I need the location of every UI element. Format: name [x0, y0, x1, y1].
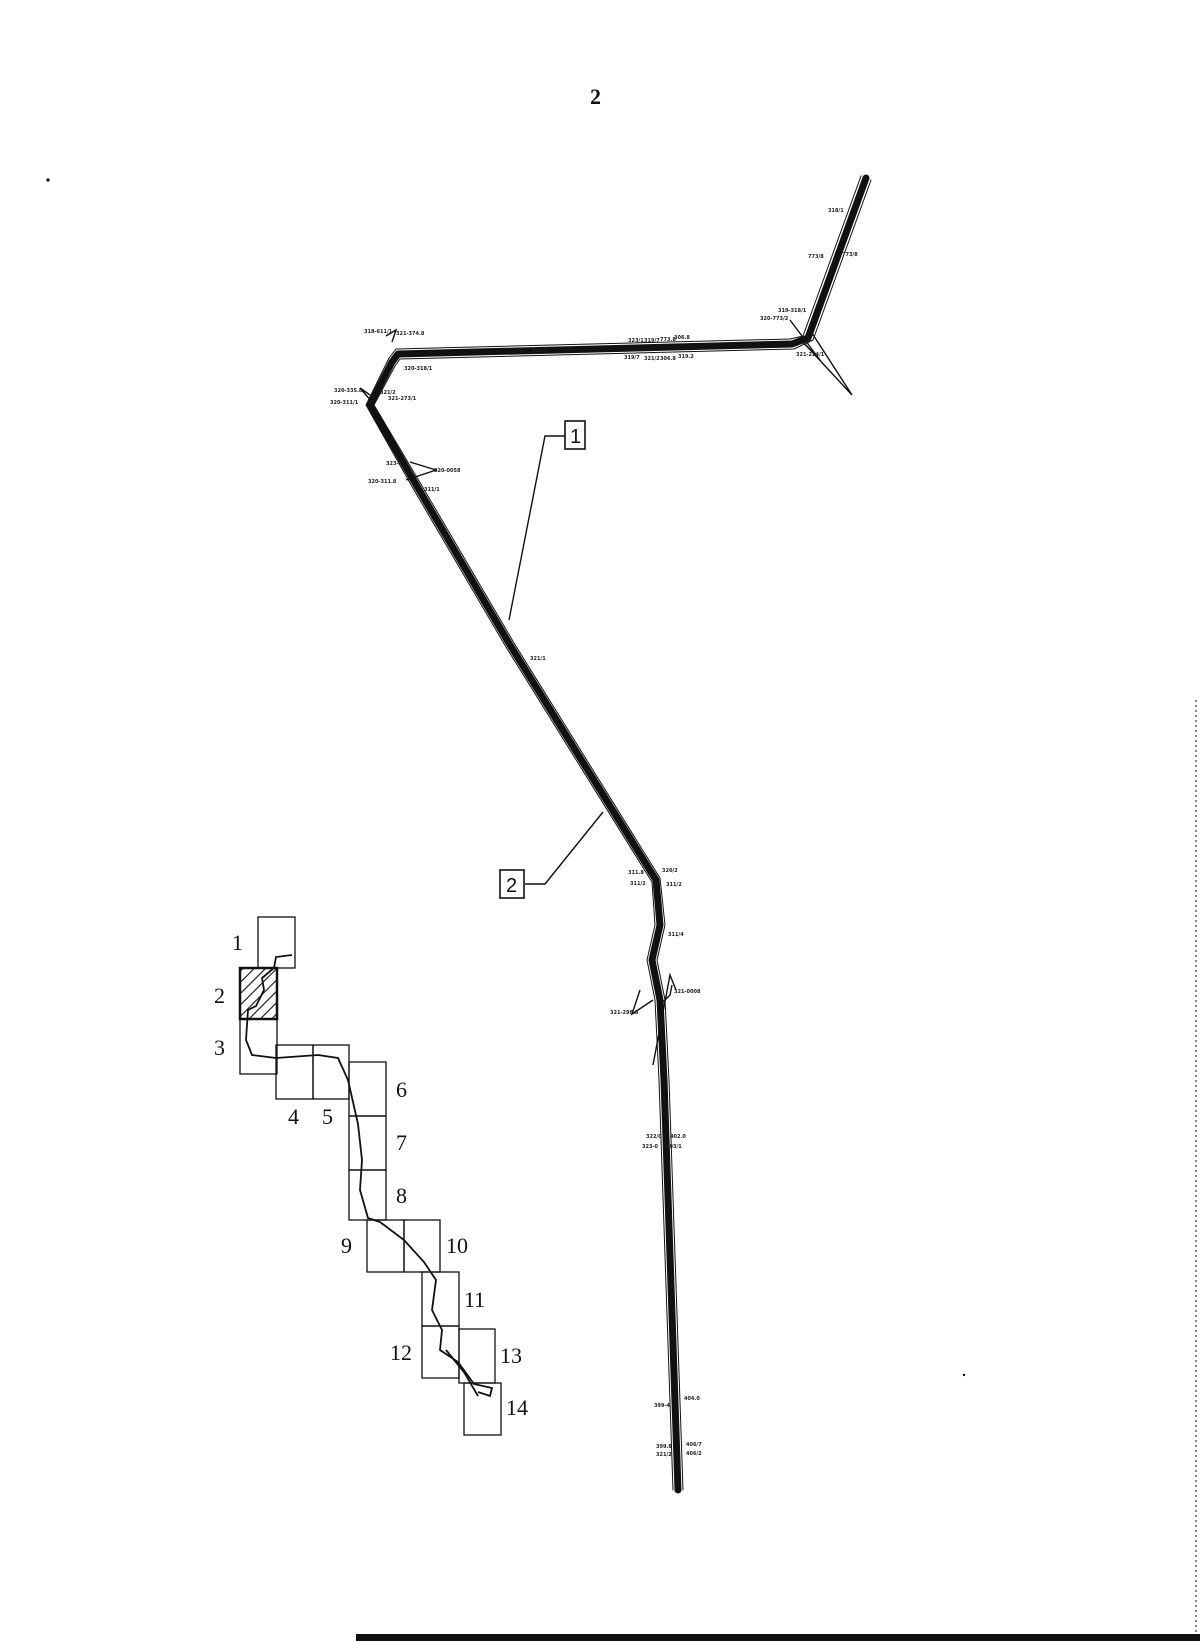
- sheet-index-route: [245, 954, 494, 1398]
- route-label: 321-273/1: [388, 396, 417, 402]
- sheet-label-13: 13: [500, 1343, 522, 1368]
- route-label: 402.0: [670, 1134, 686, 1140]
- route-label: 306.8: [660, 356, 676, 362]
- route-label: 318/1: [828, 208, 844, 214]
- route-label: 311/2: [666, 882, 682, 888]
- sheet-label-5: 5: [322, 1104, 333, 1129]
- route-label: 311/1: [424, 487, 440, 493]
- sheet-label-7: 7: [396, 1130, 407, 1155]
- route-label: 773.8: [660, 337, 676, 343]
- page-number: 2: [590, 84, 601, 109]
- sheet-8: [348, 1169, 387, 1221]
- sheet-index-route-inner: [445, 1349, 479, 1397]
- sheet-1: [257, 916, 296, 969]
- callout-2-label: 2: [506, 875, 517, 897]
- sheet-label-12: 12: [390, 1340, 412, 1365]
- sheet-label-10: 10: [446, 1233, 468, 1258]
- scan-bottom-edge: [356, 1634, 1200, 1641]
- route-label: 321/2: [380, 390, 396, 396]
- route-label: 319/7: [624, 355, 640, 361]
- sheet-3: [239, 1018, 278, 1075]
- route-label: 406/2: [686, 1451, 702, 1457]
- sheet-label-2: 2: [214, 983, 225, 1008]
- sheet-13: [458, 1328, 496, 1384]
- route-label: 321-0008: [674, 989, 701, 995]
- route-label: 319-318/1: [778, 308, 807, 314]
- route-label: 311.8: [628, 870, 644, 876]
- survey-fan-markers: [359, 319, 853, 1066]
- route-label: 319/7: [644, 338, 660, 344]
- callout-1: 1: [508, 420, 586, 621]
- route-label: 306.8: [674, 335, 690, 341]
- route-label: 321/1: [530, 656, 546, 662]
- route-label: 773/8: [842, 252, 858, 258]
- route-label: 320/2: [662, 868, 678, 874]
- stray-dot: [46, 178, 50, 182]
- pipeline-route: [365, 174, 872, 1494]
- route-label: 323/1: [628, 338, 644, 344]
- route-label: 320-335.8: [334, 388, 363, 394]
- sheet-14: [463, 1382, 502, 1436]
- route-label: 321/2: [644, 356, 660, 362]
- route-label: 320-311/1: [330, 400, 359, 406]
- route-labels: 318/1 773/8 773/8 319-318/1 320-773/2 32…: [330, 208, 858, 1458]
- sheet-label-11: 11: [464, 1287, 485, 1312]
- route-label: 320-311.8: [368, 479, 397, 485]
- sheet-9: [366, 1219, 405, 1273]
- sheet-label-1: 1: [232, 930, 243, 955]
- route-label: 311/2: [630, 881, 646, 887]
- route-label: 318-611/1: [364, 329, 393, 335]
- sheet-label-3: 3: [214, 1035, 225, 1060]
- sheet-label-9: 9: [341, 1233, 352, 1258]
- callout-1-label: 1: [570, 426, 581, 448]
- sheet-label-6: 6: [396, 1077, 407, 1102]
- callout-2: 2: [499, 811, 604, 899]
- sheet-index: 1 2 3 4 5 6 7 8 9 10 11 12 13 14: [214, 916, 528, 1436]
- route-label: 399-4: [654, 1403, 671, 1409]
- route-label: 773/8: [808, 254, 824, 260]
- sheet-12: [421, 1325, 460, 1379]
- route-label: 323-0: [642, 1144, 659, 1150]
- route-label: 323-4: [386, 461, 403, 467]
- route-label: 321-298.8: [610, 1010, 639, 1016]
- route-label: 322/0: [646, 1134, 662, 1140]
- sheet-2: [238, 966, 279, 1021]
- route-label: 320-773/2: [760, 316, 789, 322]
- route-label: 403/1: [666, 1144, 682, 1150]
- route-label: 319.2: [678, 354, 694, 360]
- route-label: 399.8: [656, 1444, 672, 1450]
- route-label: 321/5: [532, 348, 548, 354]
- route-label: 404.0: [684, 1396, 700, 1402]
- route-label: 321/2: [656, 1452, 672, 1458]
- sheet-4: [275, 1044, 314, 1100]
- route-label: 320-318/1: [404, 366, 433, 372]
- sheet-11: [421, 1271, 460, 1327]
- sheet-7: [348, 1115, 387, 1171]
- stray-dot: [962, 1373, 966, 1377]
- route-label: 321-374.8: [396, 331, 425, 337]
- sheet-label-4: 4: [288, 1104, 299, 1129]
- route-label: 406/7: [686, 1442, 702, 1448]
- route-label: 321-224/1: [796, 352, 825, 358]
- route-label: 311/4: [668, 932, 684, 938]
- sheet-label-8: 8: [396, 1183, 407, 1208]
- sheet-label-14: 14: [506, 1395, 528, 1420]
- route-label: 320-0058: [434, 468, 461, 474]
